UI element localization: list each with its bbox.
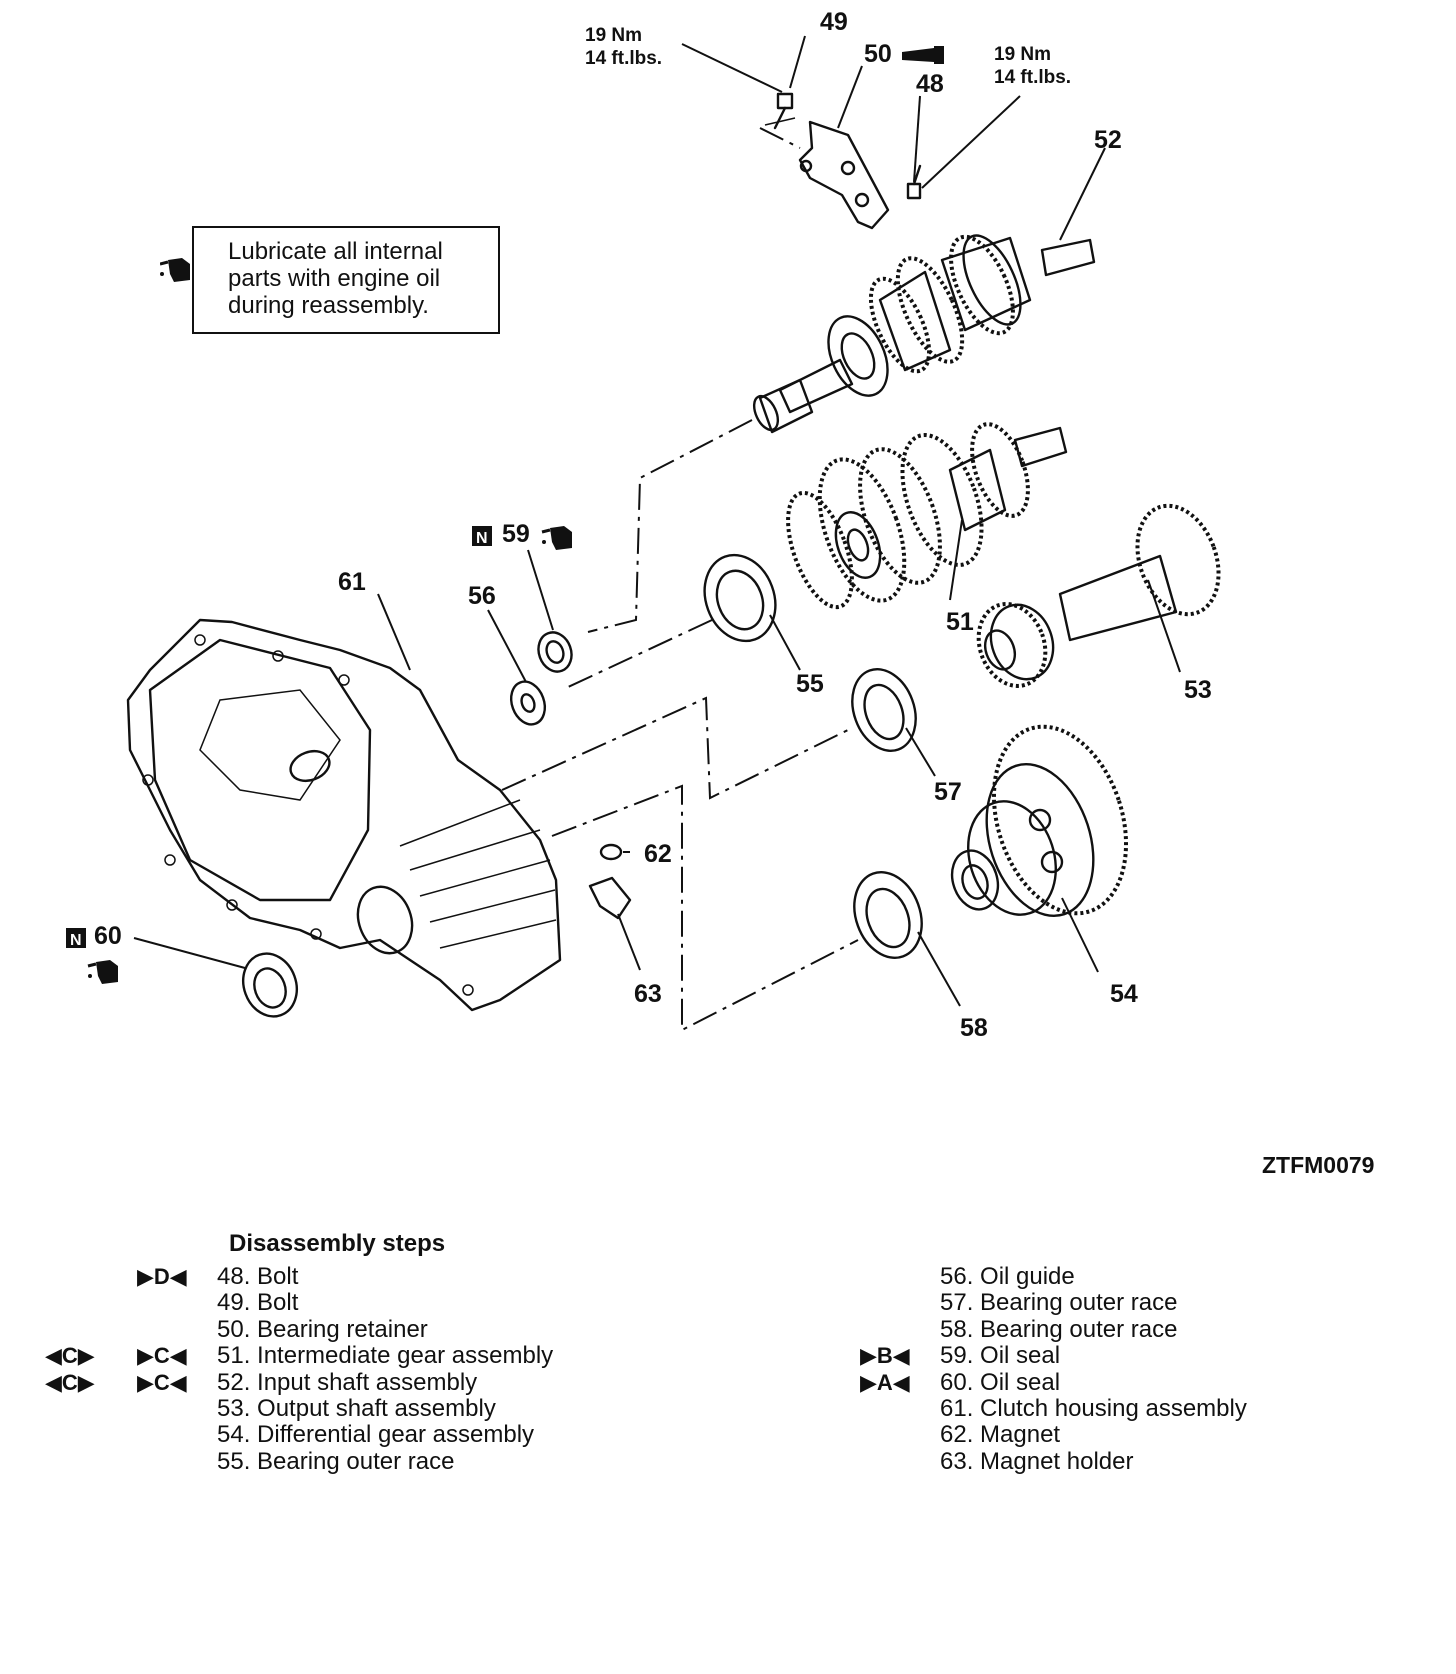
callout-49: 49 — [820, 8, 848, 36]
lubrication-note-text: Lubricate all internal parts with engine… — [228, 238, 443, 319]
torque-nm-49: 19 Nm — [585, 25, 642, 46]
step-label: 55. Bearing outer race — [217, 1447, 455, 1475]
service-mark: ▶C◀ — [137, 1343, 187, 1369]
step-item: 50. Bearing retainer — [217, 1315, 553, 1343]
oil-can-icon — [87, 960, 118, 984]
oil-seal-60 — [133, 937, 298, 1018]
step-label: 52. Input shaft assembly — [217, 1368, 478, 1396]
torque-ftlbs-49: 14 ft.lbs. — [585, 48, 662, 69]
step-label: 48. Bolt — [217, 1263, 299, 1290]
service-mark: ◀C▶ — [45, 1343, 95, 1369]
bolt-48 — [906, 95, 1021, 200]
callout-54: 54 — [1110, 980, 1138, 1008]
step-item: 61. Clutch housing assembly — [940, 1394, 1247, 1422]
bolt-49 — [681, 35, 806, 130]
service-mark: ▶C◀ — [137, 1369, 187, 1395]
step-item: 63. Magnet holder — [940, 1447, 1247, 1475]
step-item: 56. Oil guide — [940, 1264, 1247, 1290]
oil-guide-56 — [487, 609, 547, 726]
callout-60: 60 — [94, 922, 122, 950]
step-item: 55. Bearing outer race — [217, 1447, 553, 1475]
step-label: 51. Intermediate gear assembly — [217, 1342, 554, 1370]
step-label: 62. Magnet — [940, 1421, 1061, 1449]
oil-seal-59 — [527, 549, 573, 673]
svg-text:N: N — [476, 530, 488, 547]
step-item: ▶C◀ ◀C▶ 51. Intermediate gear assembly — [45, 1342, 554, 1370]
torque-nm-48: 19 Nm — [994, 44, 1051, 65]
step-item: 49. Bolt — [217, 1290, 553, 1316]
step-label: 49. Bolt — [217, 1289, 299, 1317]
input-shaft-assembly-52 — [752, 147, 1106, 434]
step-item: ▶D◀ 48. Bolt — [137, 1263, 553, 1290]
step-label: 60. Oil seal — [940, 1368, 1061, 1396]
magnet-62 — [599, 843, 630, 861]
service-mark: ▶B◀ — [860, 1343, 910, 1369]
callout-61: 61 — [338, 568, 366, 596]
new-part-badge: N — [472, 526, 492, 547]
disassembly-steps-right: 56. Oil guide 57. Bearing outer race 58.… — [860, 1264, 1247, 1475]
step-label: 59. Oil seal — [940, 1342, 1061, 1370]
step-item: ▶A◀ 60. Oil seal — [860, 1368, 1247, 1396]
callout-50: 50 — [864, 40, 892, 68]
new-part-badge: N — [66, 928, 86, 949]
step-label: 58. Bearing outer race — [940, 1315, 1178, 1343]
step-label: 53. Output shaft assembly — [217, 1394, 496, 1422]
svg-text:N: N — [70, 932, 82, 949]
exploded-view-diagram: 19 Nm 14 ft.lbs. 19 Nm 14 ft.lbs. — [66, 8, 1221, 1042]
disassembly-steps-left: ▶D◀ 48. Bolt 49. Bolt 50. Bearing retaine… — [45, 1263, 554, 1475]
service-mark: ▶A◀ — [860, 1369, 910, 1395]
step-item: ▶B◀ 59. Oil seal — [860, 1342, 1247, 1370]
callout-59: 59 — [502, 520, 530, 548]
callout-53: 53 — [1184, 676, 1212, 704]
sealant-tube-icon — [902, 46, 944, 64]
callout-52: 52 — [1094, 126, 1122, 154]
step-item: 62. Magnet — [940, 1422, 1247, 1448]
intermediate-gear-assembly-51 — [786, 422, 1068, 610]
bearing-outer-race-57 — [851, 668, 936, 777]
callout-55: 55 — [796, 670, 824, 698]
oil-can-icon — [541, 526, 572, 550]
figure-code: ZTFM0079 — [1262, 1152, 1375, 1178]
bearing-outer-race-58 — [853, 871, 961, 1007]
step-label: 61. Clutch housing assembly — [940, 1394, 1247, 1422]
bearing-outer-race-55 — [703, 553, 801, 671]
step-item: 57. Bearing outer race — [940, 1290, 1247, 1316]
step-item: 53. Output shaft assembly — [217, 1394, 553, 1422]
callout-48: 48 — [916, 70, 944, 98]
step-label: 56. Oil guide — [940, 1263, 1075, 1290]
lubrication-note: Lubricate all internal parts with engine… — [160, 226, 500, 334]
step-label: 63. Magnet holder — [940, 1447, 1134, 1475]
callout-57: 57 — [934, 778, 962, 806]
service-mark: ▶D◀ — [137, 1264, 187, 1289]
callout-58: 58 — [960, 1014, 988, 1042]
callout-63: 63 — [634, 980, 662, 1008]
magnet-holder-63 — [588, 876, 641, 971]
step-label: 50. Bearing retainer — [217, 1315, 428, 1343]
disassembly-steps-title: Disassembly steps — [229, 1230, 446, 1257]
callout-62: 62 — [644, 840, 672, 868]
service-mark: ◀C▶ — [45, 1369, 95, 1395]
step-label: 57. Bearing outer race — [940, 1289, 1178, 1317]
differential-gear-assembly-54 — [950, 724, 1129, 973]
step-item: ▶C◀ ◀C▶ 52. Input shaft assembly — [45, 1368, 553, 1396]
assembly-center-lines — [501, 419, 859, 1032]
callout-51: 51 — [946, 608, 974, 636]
torque-ftlbs-48: 14 ft.lbs. — [994, 67, 1071, 88]
oil-can-icon — [160, 258, 190, 282]
output-shaft-assembly-53 — [976, 503, 1221, 688]
clutch-housing-assembly-61 — [126, 593, 562, 1012]
bearing-retainer-50 — [759, 65, 890, 230]
callout-56: 56 — [468, 582, 496, 610]
step-item: 54. Differential gear assembly — [217, 1422, 553, 1448]
step-label: 54. Differential gear assembly — [217, 1421, 535, 1449]
step-item: 58. Bearing outer race — [940, 1315, 1247, 1343]
